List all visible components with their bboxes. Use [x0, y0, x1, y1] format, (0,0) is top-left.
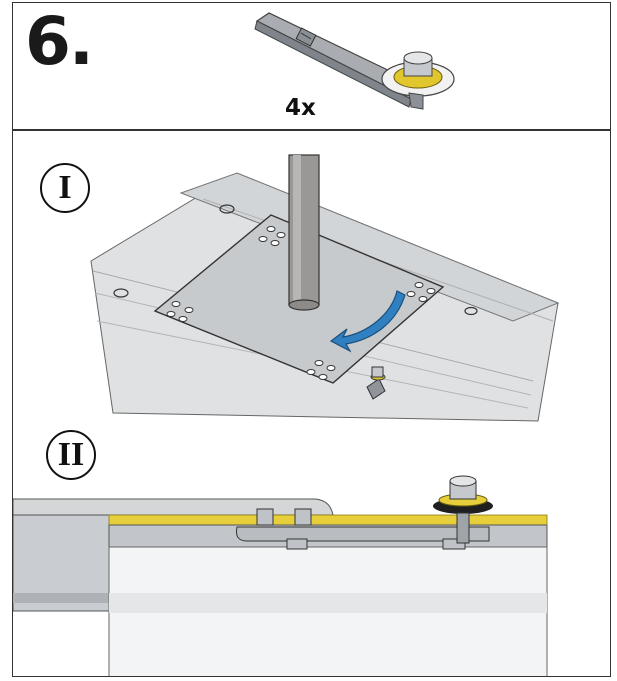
bolt-washer-icon	[381, 51, 455, 110]
substep-i-badge: I	[40, 163, 90, 213]
quantity-label: 4x	[285, 95, 316, 121]
step-number: 6.	[25, 3, 94, 80]
substep-ii-badge: II	[46, 430, 96, 480]
instruction-panel: 6. 4x	[12, 2, 611, 677]
header-divider	[13, 129, 610, 131]
rotate-arrow-icon	[329, 290, 406, 353]
sealing-bolt	[433, 475, 493, 544]
bracket-illustration	[254, 12, 455, 110]
mast-pole	[288, 154, 320, 311]
substep-i-illustration	[13, 154, 560, 676]
clamp-bolt	[366, 366, 386, 400]
substep-ii-cross-section	[13, 475, 548, 676]
